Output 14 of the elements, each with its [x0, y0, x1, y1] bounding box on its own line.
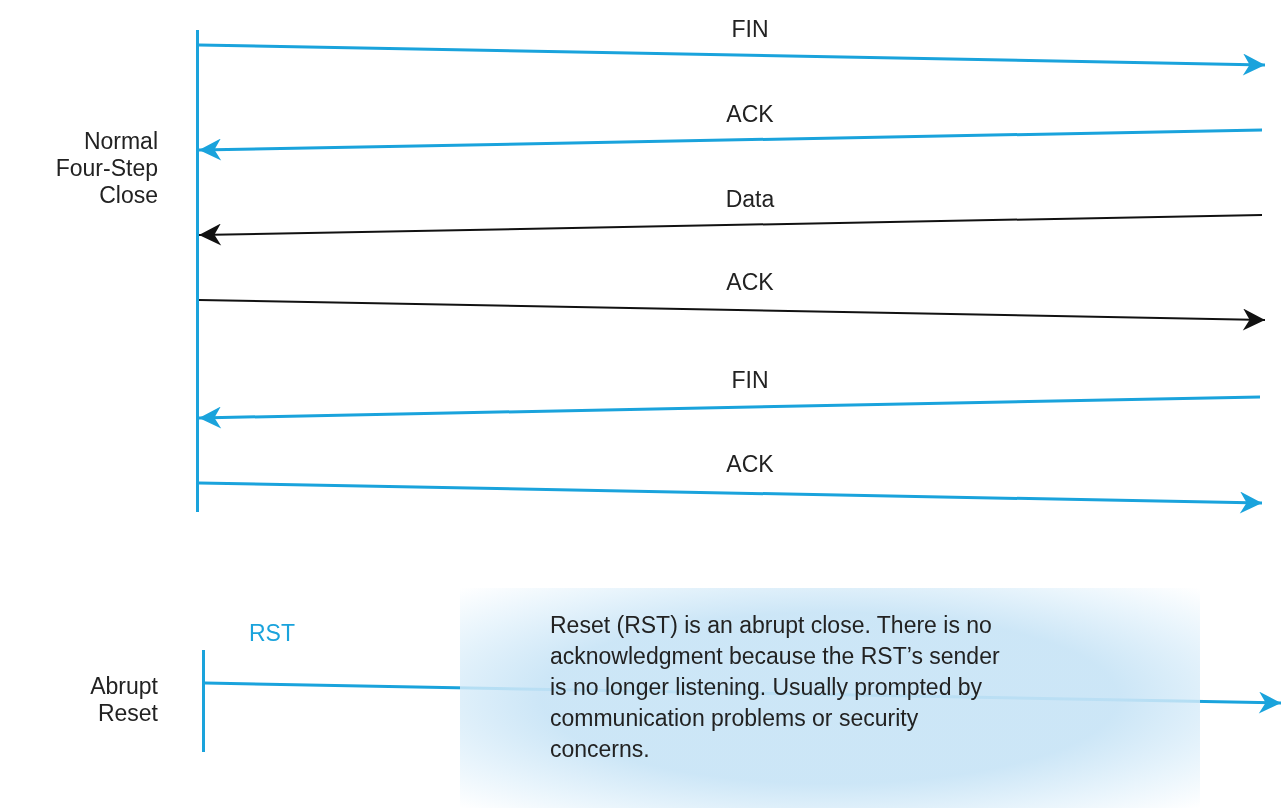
edge-label: RST — [248, 620, 296, 646]
note-text: Reset (RST) is an abrupt close. There is no acknowledgment because the RST’s sender is no longer listening. Usually prompted by communication problems or security concerns. — [550, 611, 1001, 764]
arrow — [198, 214, 1263, 246]
section-label: Normal Four-Step Close — [54, 128, 158, 209]
bracket-bar — [202, 650, 205, 752]
arrow — [204, 681, 1281, 714]
note-box — [460, 588, 1200, 808]
arrow — [198, 395, 1261, 429]
arrow — [198, 43, 1266, 76]
bracket-bar — [196, 30, 199, 512]
arrow — [198, 299, 1266, 331]
arrow — [198, 481, 1263, 514]
section-label: Abrupt Reset — [89, 673, 158, 727]
arrow — [198, 128, 1263, 161]
